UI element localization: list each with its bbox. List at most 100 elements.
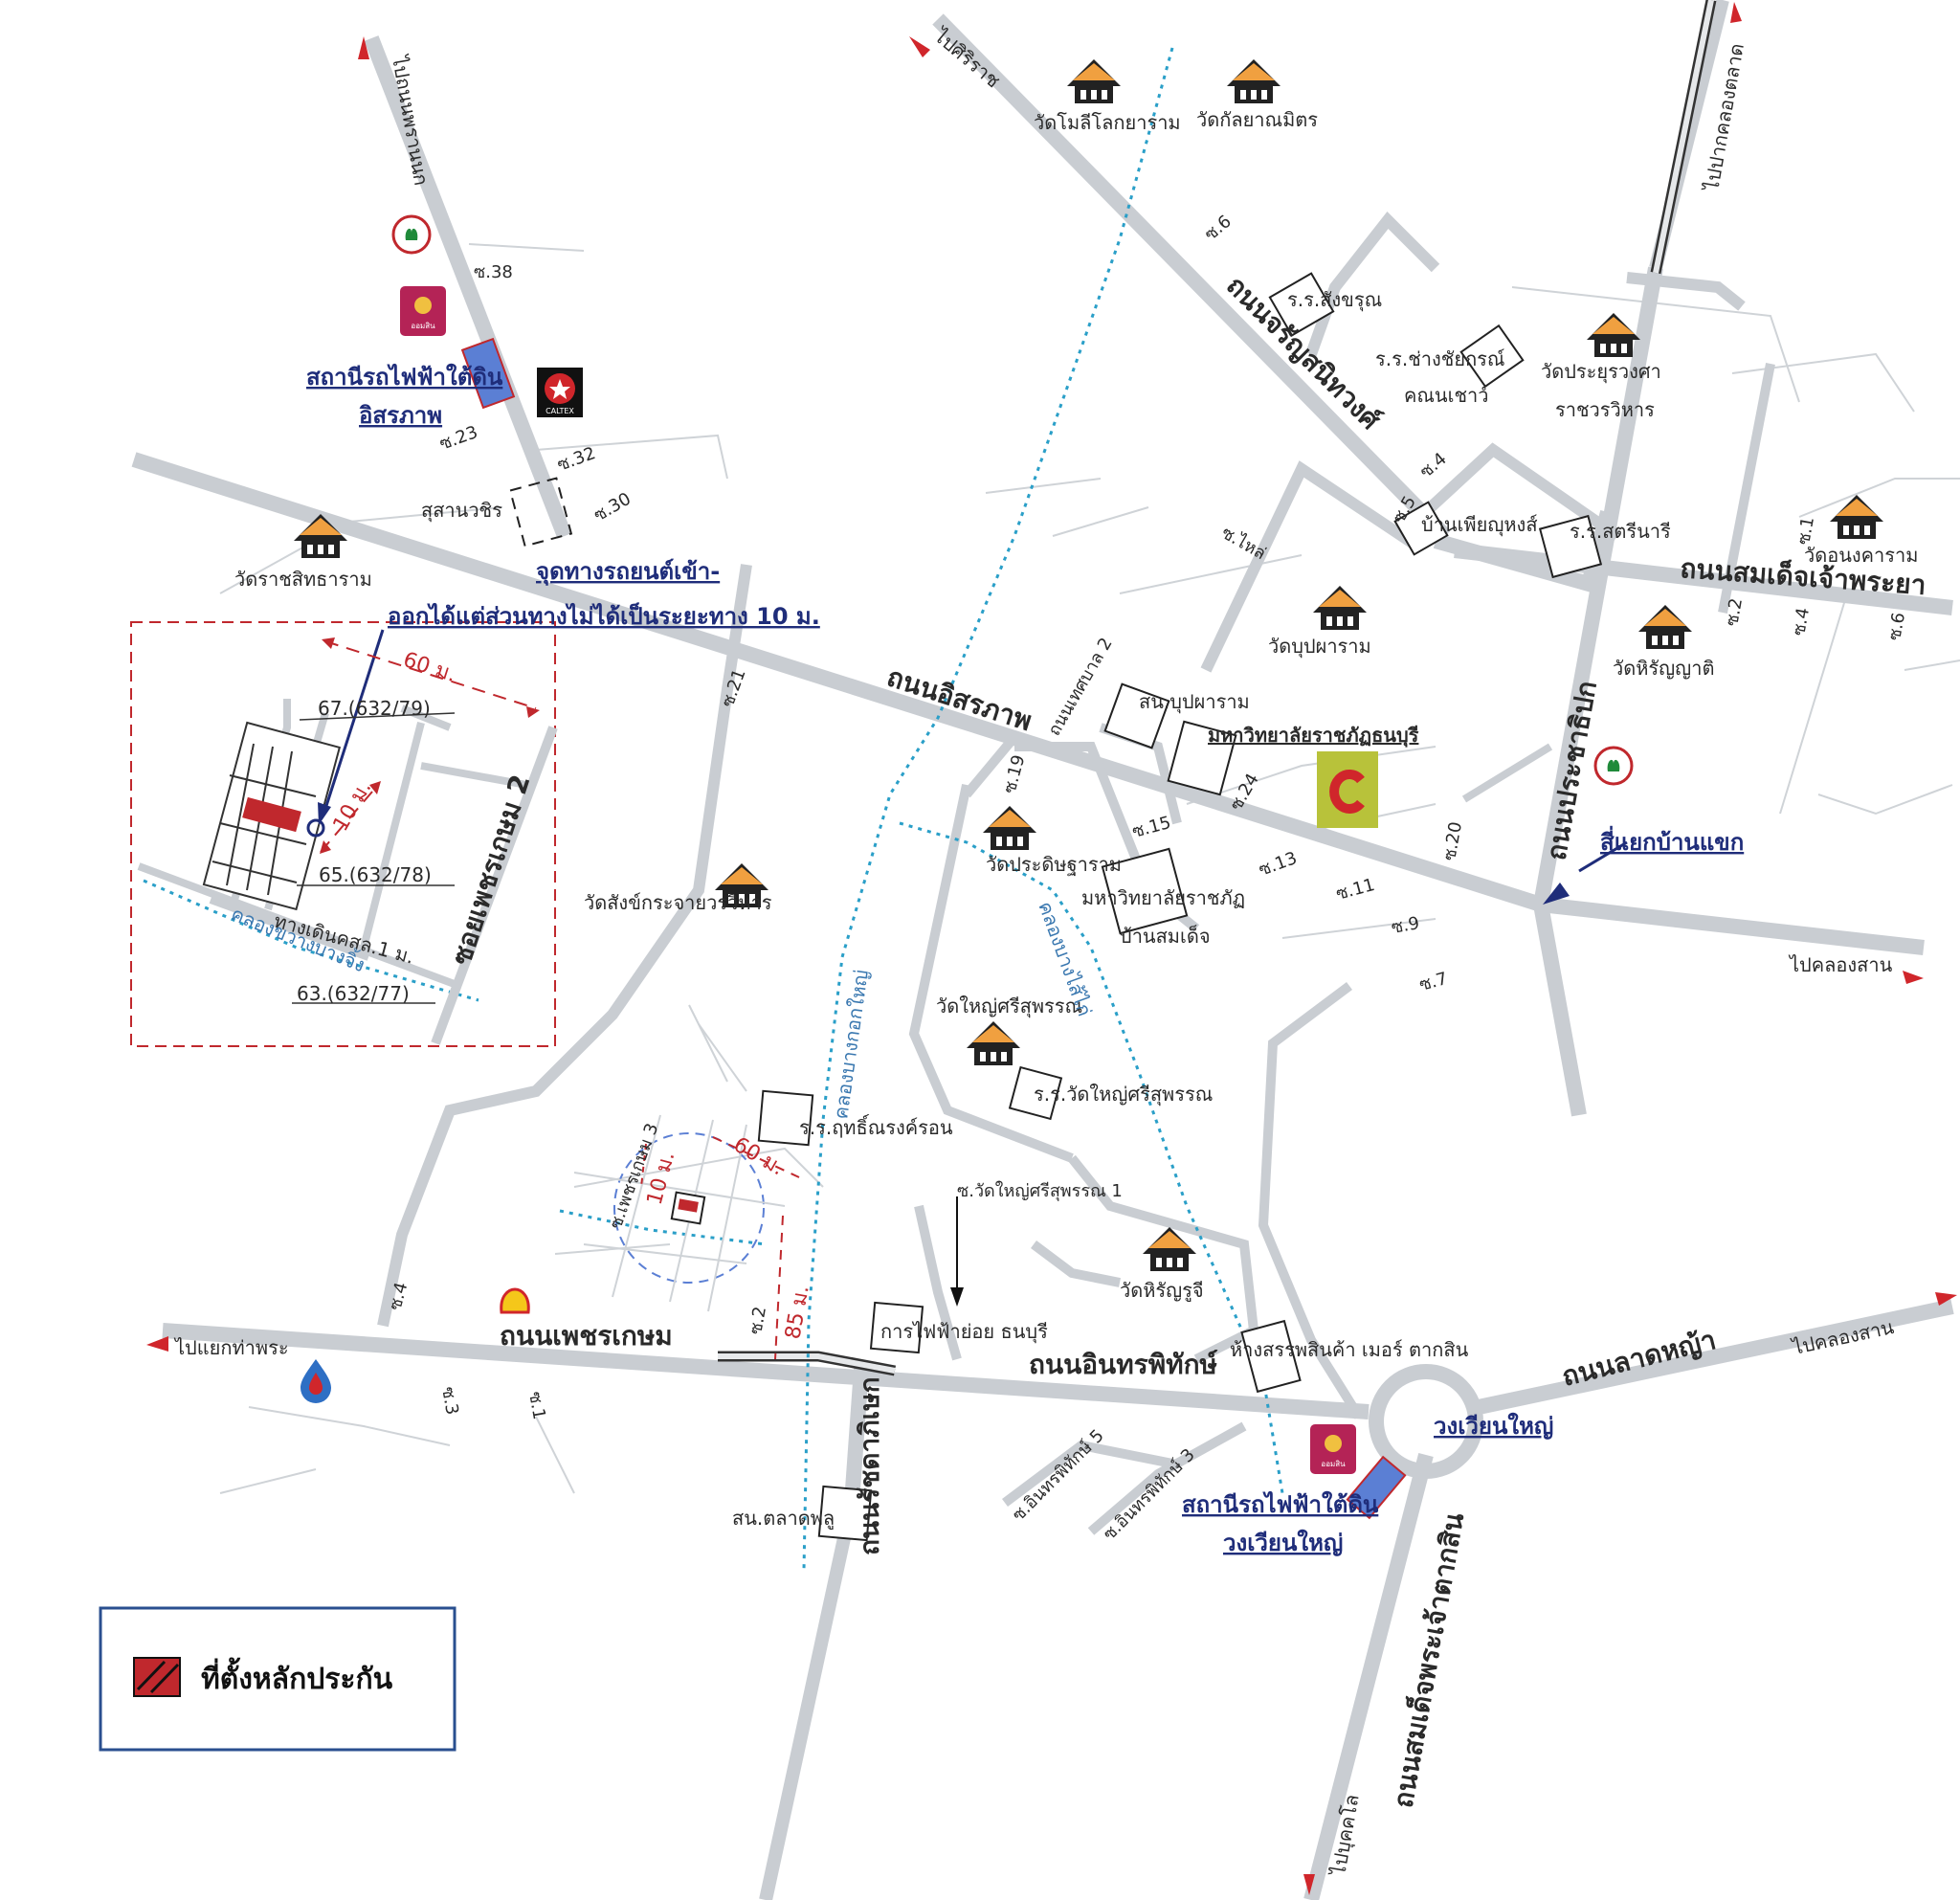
temple-icon <box>1143 1227 1196 1271</box>
road-label-inthraphithak: ถนนอินทรพิทักษ์ <box>1029 1349 1218 1380</box>
soi-label: ซ.6 <box>1884 611 1909 642</box>
label-school-kanok: คณนเชาว์ <box>1404 384 1488 407</box>
inset-parcel-63: 63.(632/77) <box>297 982 410 1005</box>
label-wat-hiran: วัดหิรัญรูจี <box>1120 1279 1204 1303</box>
legend: ที่ตั้งหลักประกัน <box>99 1606 457 1752</box>
dir-label-siriraj: ไปศิริราช <box>928 23 1005 92</box>
soi-label: ซ.11 <box>1334 875 1377 905</box>
label-school-changchai: ร.ร.ช่างชัยกรณ์ <box>1375 347 1504 370</box>
gsb-text: ออมสิน <box>411 322 435 330</box>
arrow-icon <box>358 36 369 59</box>
main-roads <box>131 0 1954 1900</box>
temple-icon <box>967 1021 1020 1065</box>
site-distance-85: 85 ม. <box>781 1284 813 1341</box>
kasikorn-bank-icon <box>391 214 432 255</box>
dir-label-klong-san-2: ไปคลองสาน <box>1789 1315 1896 1359</box>
arrow-icon <box>909 36 930 57</box>
temple-icon <box>1067 59 1121 103</box>
soi-label: ซ.23 <box>437 422 481 455</box>
temple-icon <box>1638 605 1692 649</box>
label-wong-wian-station-1: สถานีรถไฟฟ้าใต้ดิน <box>1182 1490 1379 1518</box>
label-school-thawee: ร.ร.ฤทธิ์ณรงค์รอน <box>799 1113 953 1139</box>
temple-icon <box>294 514 347 558</box>
label-itsaraphap-station-1: สถานีรถไฟฟ้าใต้ดิน <box>306 363 503 391</box>
canals <box>143 47 1284 1571</box>
arrow-icon <box>1903 971 1924 984</box>
label-univ-ban-somdet: มหาวิทยาลัยราชภัฏ <box>1081 886 1245 909</box>
soi-label: ซ.1 <box>524 1390 549 1421</box>
roundabout <box>1369 1364 1483 1479</box>
label-power-authority: การไฟฟ้าย่อย ธนบุรี <box>880 1320 1048 1344</box>
dir-label-tha-phra: ไปแยกท่าพระ <box>173 1336 289 1359</box>
label-ban-khaek: สี่แยกบ้านแขก <box>1600 825 1744 856</box>
dir-label-klong-san-1: ไปคลองสาน <box>1788 953 1893 976</box>
gsb-bank-icon: ออมสิน <box>400 286 446 336</box>
soi-label: ซ.30 <box>590 489 635 526</box>
label-wong-wian-station-2: วงเวียนใหญ่ <box>1223 1529 1343 1556</box>
gsb-bank-icon: ออมสิน <box>1310 1424 1356 1474</box>
inset-parcel-65: 65.(632/78) <box>319 863 432 886</box>
label-ban-phianyung: บ้านเพียญุหงส์ <box>1421 513 1538 537</box>
temple-icon <box>1830 495 1883 539</box>
soi-label: ซ.7 <box>1417 969 1450 995</box>
soi-label: ซ.4 <box>1416 449 1451 482</box>
shell-icon <box>500 1287 530 1314</box>
label-wat-yai-sri: วัดใหญ่ศรีสุพรรณ <box>936 995 1082 1018</box>
ptt-icon <box>301 1359 331 1403</box>
road-label-phetkasem: ถนนเพชรเกษม <box>500 1320 673 1352</box>
label-university: มหาวิทยาลัยราชภัฏธนบุรี <box>1208 724 1419 748</box>
temple-icon <box>1313 586 1367 630</box>
site-detail <box>573 1114 800 1360</box>
road-label-kaew-soi: ซ.ไหล่ <box>1218 522 1270 564</box>
soi-label: ซ.13 <box>1257 848 1301 881</box>
rail-segments <box>718 0 1717 1376</box>
inset-distance-10: 10 ม. <box>329 777 377 836</box>
soi-label: ซ.3 <box>437 1385 462 1417</box>
building-boxes <box>757 272 1603 1542</box>
label-bupparam-police: สน.บุปผาราม <box>1139 690 1250 714</box>
inset-distance-60: 60 ม. <box>400 648 458 687</box>
legend-label: ที่ตั้งหลักประกัน <box>201 1657 393 1696</box>
label-wong-wian: วงเวียนใหญ่ <box>1434 1412 1553 1440</box>
caltex-text: CALTEX <box>546 407 574 415</box>
dir-label-nonthaburi: ไปถนนพรานนก <box>388 53 434 188</box>
road-label-inthraphithak5: ซ.อินทรพิทักษ์ 5 <box>1009 1425 1108 1525</box>
soi-label: ซ.2 <box>1722 596 1747 628</box>
collateral-parcel <box>242 796 301 833</box>
road-label-ratchadaphisek: ถนนรัชดาภิเษก <box>854 1376 885 1555</box>
label-wat-kalaya: วัดกัลยาณมิตร <box>1196 108 1318 131</box>
label-wat-prayoon-2: ราชวรวิหาร <box>1555 398 1655 421</box>
inset-detail <box>130 621 558 1047</box>
label-wat-hiranya: วัดหิรัญญาติ <box>1613 657 1714 680</box>
arrow-icon <box>146 1336 168 1352</box>
big-c-icon <box>1317 751 1378 828</box>
temple-icon <box>715 863 768 907</box>
label-wat-pradit: วัดประดิษฐาราม <box>986 853 1122 876</box>
inset-parcel-67: 67.(632/79) <box>318 697 431 720</box>
arrow-icon <box>1935 1292 1957 1306</box>
label-wat-molee: วัดโมลีโลกยาราม <box>1034 111 1181 134</box>
soi-label: ซ.38 <box>474 262 513 282</box>
label-wat-sangkrachai: วัดสังข์กระจายวรวิหาร <box>584 891 772 914</box>
temple-icon <box>1587 313 1640 357</box>
label-univ-ban-somdet-2: บ้านสมเด็จ <box>1120 924 1211 948</box>
label-wat-ratchasit: วัดราชสิทธาราม <box>234 568 372 591</box>
entry-point-marker <box>306 818 325 838</box>
road-label-pracha-thipok: ถนนประชาธิปก <box>1540 679 1602 862</box>
kasikorn-bank-icon <box>1593 746 1634 786</box>
soi-label: ซ.20 <box>1439 820 1466 862</box>
road-label-tesaban2: ถนนเทศบาล 2 <box>1044 635 1117 740</box>
arrow-icon <box>1303 1874 1315 1895</box>
label-canal-bangkok-yai: คลองบางกอกใหญ่ <box>829 969 873 1121</box>
label-itsaraphap-station-2: อิสรภาพ <box>359 402 442 429</box>
label-wat-bupparam: วัดบุปผาราม <box>1268 635 1371 659</box>
label-school-satri: ร.ร.สตรีนารี <box>1570 520 1671 543</box>
soi-label: ซ.15 <box>1130 813 1173 842</box>
itsaraphap-station-marker <box>460 337 516 410</box>
soi-labels: ซ.38 ซ.23 ซ.32 ซ.30 ซ.6 ซ.4 ซ.5 ซ.1 ซ.2 … <box>386 212 1909 1421</box>
label-school-wat-yai: ร.ร.วัดใหญ่ศรีสุพรรณ <box>1034 1083 1213 1106</box>
label-school-somsong: ร.ร.สังขรุณ <box>1287 288 1382 312</box>
soi-label: ซ.9 <box>1390 913 1421 938</box>
road-label-lat-ya: ถนนลาดหญ้า <box>1559 1324 1719 1393</box>
